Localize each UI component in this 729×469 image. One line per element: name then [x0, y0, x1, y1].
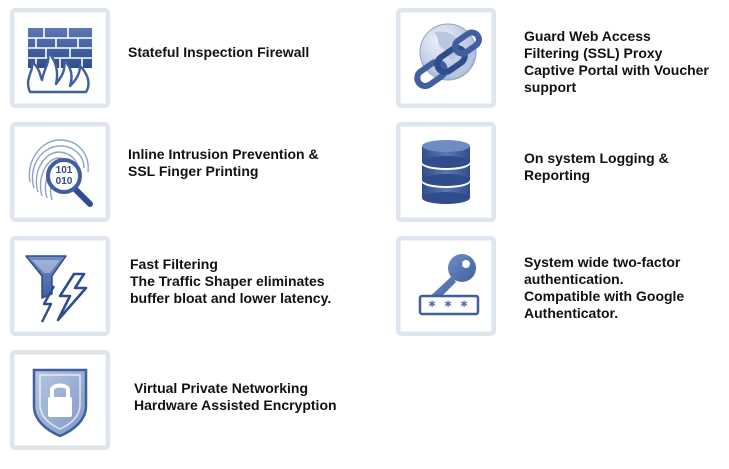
svg-text:*: * [444, 299, 452, 315]
filtering-label: Fast Filtering The Traffic Shaper elimin… [130, 256, 332, 306]
svg-text:*: * [460, 299, 468, 315]
filtering-tile [10, 236, 110, 336]
firewall-icon [26, 28, 92, 94]
shield-lock-icon [32, 368, 88, 438]
web-access-tile [396, 8, 496, 108]
web-access-label: Guard Web Access Filtering (SSL) Proxy C… [524, 28, 709, 95]
twofactor-tile: * * * [396, 236, 496, 336]
twofactor-label: System wide two-factor authentication. C… [524, 254, 685, 321]
database-icon [422, 140, 470, 204]
svg-text:*: * [428, 299, 436, 315]
firewall-label: Stateful Inspection Firewall [128, 44, 310, 60]
intrusion-label: Inline Intrusion Prevention & SSL Finger… [128, 146, 319, 179]
globe-chain-icon [414, 23, 482, 90]
vpn-label: Virtual Private Networking Hardware Assi… [134, 380, 337, 413]
firewall-tile [10, 8, 110, 108]
funnel-lightning-icon [25, 255, 88, 323]
svg-text:010: 010 [56, 176, 73, 187]
fingerprint-binary-icon: 101 010 [28, 139, 93, 207]
key-password-icon: * * * [418, 254, 480, 316]
intrusion-tile: 101 010 [10, 122, 110, 222]
svg-text:101: 101 [56, 165, 73, 176]
logging-tile [396, 122, 496, 222]
vpn-tile [10, 350, 110, 450]
logging-label: On system Logging & Reporting [524, 150, 669, 183]
